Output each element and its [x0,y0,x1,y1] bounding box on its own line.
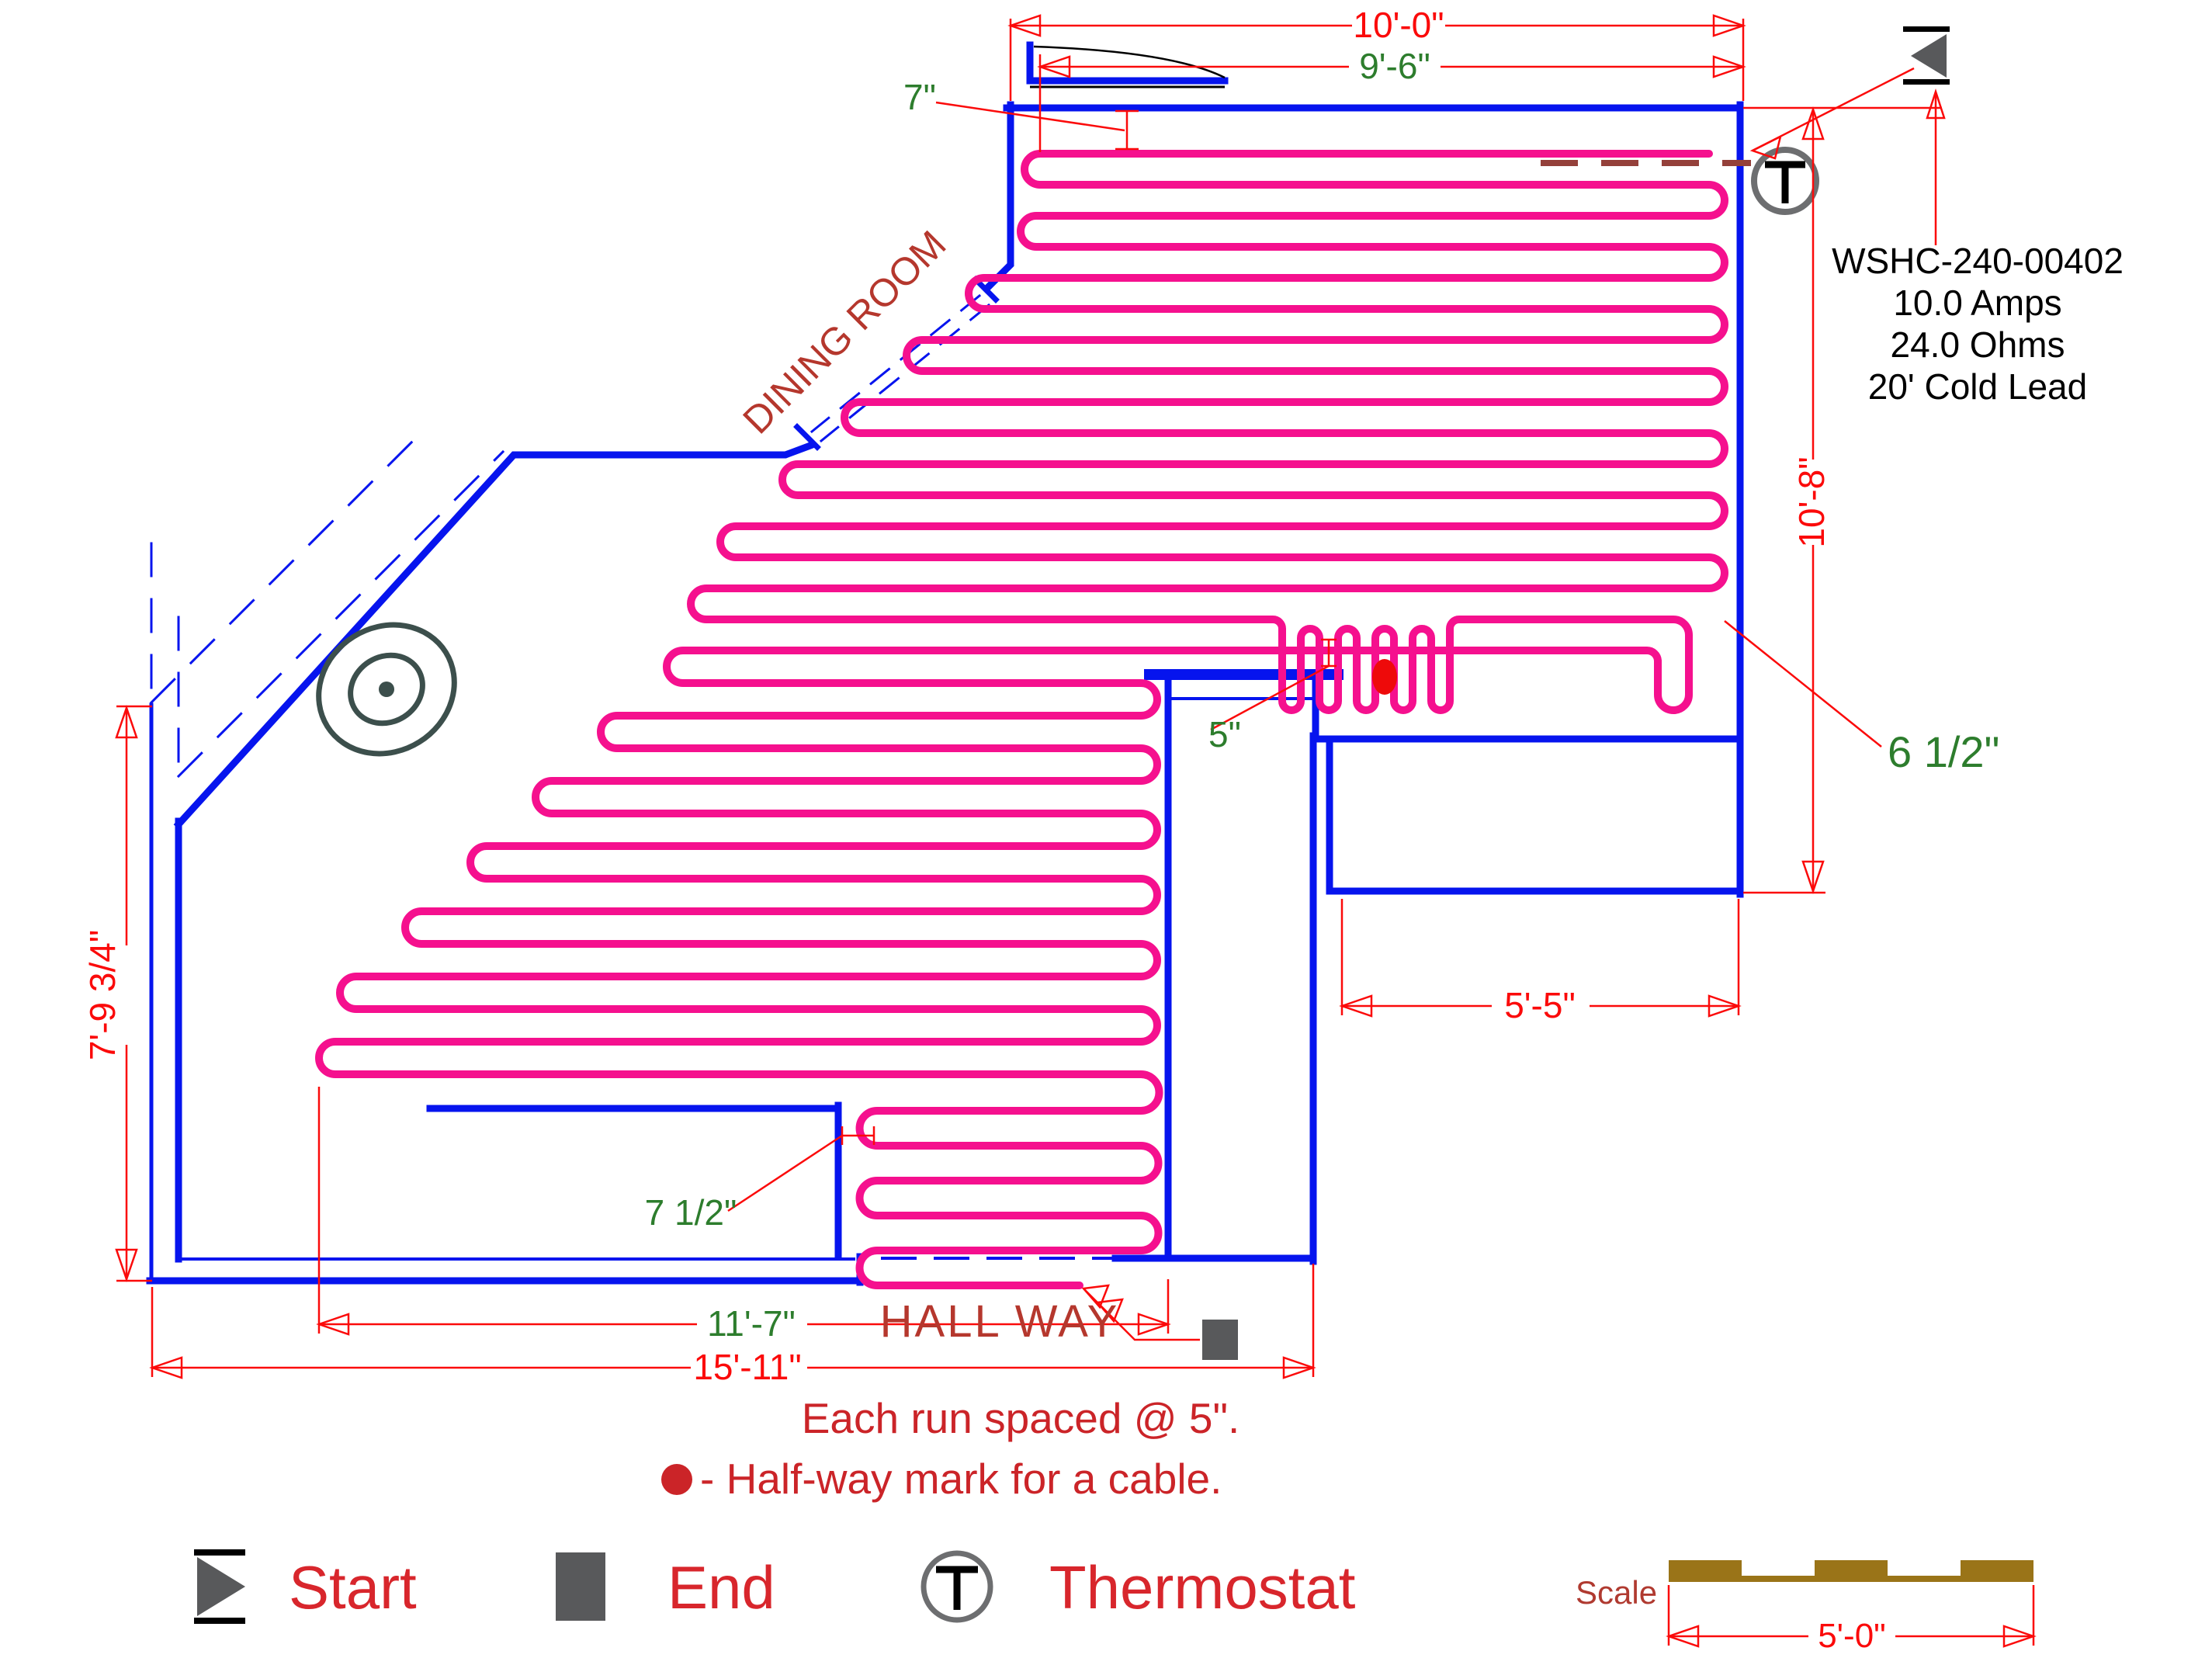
dim-left-height: 7'-9 3/4" [82,930,123,1060]
start-symbol [1903,26,1950,85]
product-ohms: 24.0 Ohms [1891,324,2065,365]
note-halfway: - Half-way mark for a cable. [700,1455,1222,1503]
note-spacing: Each run spaced @ 5". [802,1394,1240,1442]
scale-bar: Scale 5'-0" [1576,1560,2037,1655]
dimension-lines [115,14,1946,1379]
legend-end-icon [556,1552,605,1621]
hallway-label: HALL WAY [880,1296,1120,1347]
floor-plan-walls [146,41,1744,1286]
legend-start-icon [194,1549,245,1624]
scale-length: 5'-0" [1818,1617,1886,1655]
product-model: WSHC-240-00402 [1832,241,2124,281]
thermostat-symbol [1751,147,1819,215]
product-amps: 10.0 Amps [1893,283,2061,323]
dim-hallway-gap: 7 1/2" [645,1192,737,1233]
dim-total-width: 15'-11" [693,1347,801,1387]
legend-start-label: Start [289,1553,417,1622]
product-cold-lead: 20' Cold Lead [1868,366,2087,407]
product-info-block: WSHC-240-00402 10.0 Amps 24.0 Ohms 20' C… [1832,241,2124,407]
dim-right-height: 10'-8" [1791,456,1832,547]
legend-thermostat-label: Thermostat [1049,1553,1356,1622]
dim-bottom-right-width: 5'-5" [1504,985,1576,1025]
legend-thermostat-icon [921,1550,993,1623]
heating-cable [315,150,1728,1289]
legend-end-label: End [667,1553,775,1622]
note-halfway-dot [661,1464,692,1495]
dim-run-gap: 5" [1208,714,1241,754]
legend: Start End Thermostat [194,1549,1356,1624]
end-symbol [1202,1320,1238,1360]
door-swing [1030,45,1226,88]
dim-serpentine-edge-gap: 6 1/2" [1888,727,1999,776]
scale-label: Scale [1576,1574,1657,1611]
drain-symbol [316,622,457,757]
dim-top-outer: 10'-0" [1353,5,1444,45]
cable-path [315,150,1728,1289]
dim-top-inner: 9'-6" [1359,46,1430,86]
dim-wall-offset: 7" [903,77,936,117]
dim-heated-width: 11'-7" [707,1303,796,1344]
halfway-mark [1372,659,1397,695]
